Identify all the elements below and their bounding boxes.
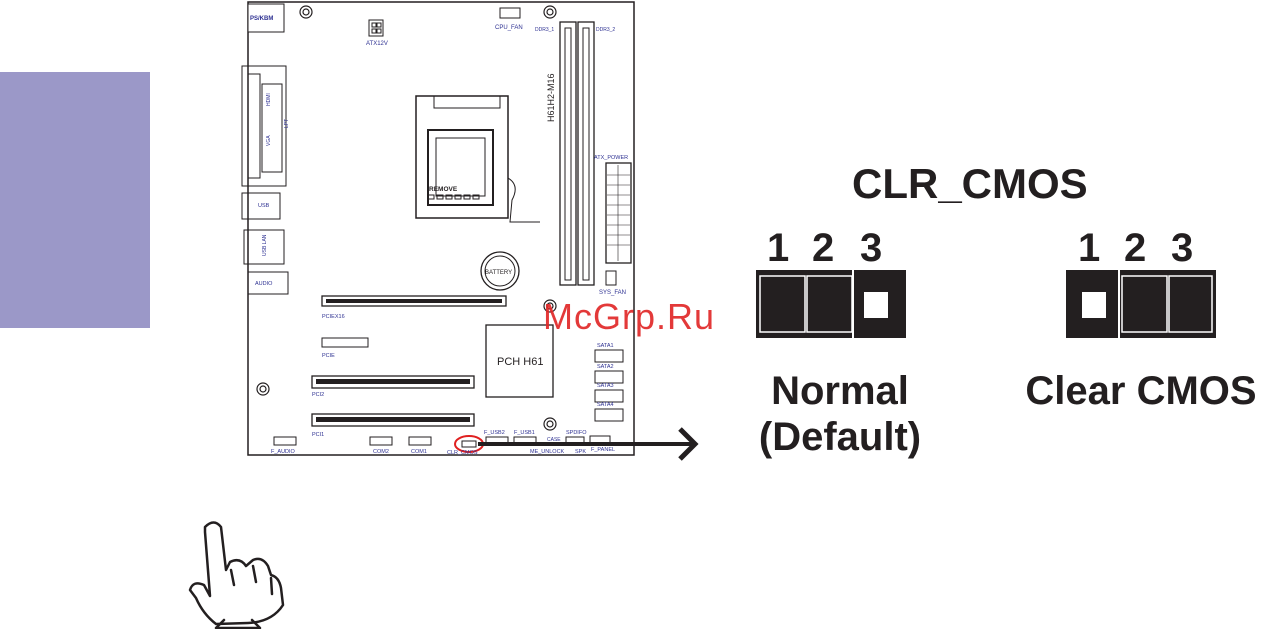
label-remove: REMOVE <box>429 186 458 193</box>
normal-pin-3-open <box>864 292 888 318</box>
normal-label: Normal (Default) <box>740 368 940 460</box>
normal-pin-2-label: 2 <box>812 226 834 271</box>
normal-label-line2: (Default) <box>740 414 940 460</box>
label-spdifo: SPDIFO <box>566 430 587 436</box>
label-pciex16: PCIEX16 <box>322 314 345 320</box>
label-f-audio: F_AUDIO <box>271 449 296 455</box>
label-cpu-fan: CPU_FAN <box>495 25 523 31</box>
label-ddr3-2: DDR3_2 <box>596 27 615 33</box>
label-spk: SPK <box>575 449 586 455</box>
label-sata4: SATA4 <box>597 402 614 408</box>
label-usb-lan: USB LAN <box>262 234 268 256</box>
label-audio: AUDIO <box>255 281 273 287</box>
label-f-panel: F_PANEL <box>591 447 615 453</box>
clear-pin-1-open <box>1082 292 1106 318</box>
clear-cmos-label: Clear CMOS <box>1010 368 1268 414</box>
normal-pin-1-label: 1 <box>767 226 789 271</box>
hand-pointing-icon <box>190 523 283 629</box>
label-atx-power: ATX_POWER <box>594 155 628 161</box>
label-pch: PCH H61 <box>497 356 543 368</box>
label-battery: BATTERY <box>485 270 512 276</box>
label-sata2: SATA2 <box>597 364 614 370</box>
label-sata3: SATA3 <box>597 383 614 389</box>
label-ps2: PS/KBM <box>250 16 273 22</box>
jumper-normal-diagram <box>756 270 906 338</box>
label-lpt: LPT <box>284 119 290 128</box>
label-vga: VGA <box>266 135 272 146</box>
label-atx12v: ATX12V <box>366 41 388 47</box>
label-com1: COM1 <box>411 449 427 455</box>
clear-pin-3-label: 3 <box>1171 226 1193 271</box>
jumper-title: CLR_CMOS <box>852 160 1088 208</box>
board-model: H61H2-M16 <box>546 73 556 122</box>
label-f-usb2: F_USB2 <box>484 430 505 436</box>
label-pci1: PCI1 <box>312 432 324 438</box>
label-com2: COM2 <box>373 449 389 455</box>
normal-label-line1: Normal <box>740 368 940 414</box>
jumper-clear-diagram <box>1066 270 1216 338</box>
label-pcie: PCIE <box>322 353 335 359</box>
clear-pin-1-label: 1 <box>1078 226 1100 271</box>
label-hdmi: HDMI <box>266 93 272 106</box>
normal-pin-3-label: 3 <box>860 226 882 271</box>
label-usb: USB <box>258 203 270 209</box>
label-pci2: PCI2 <box>312 392 324 398</box>
label-f-usb1: F_USB1 <box>514 430 535 436</box>
watermark: McGrp.Ru <box>543 296 715 338</box>
label-me-unlock: ME_UNLOCK <box>530 449 565 455</box>
label-ddr3-1: DDR3_1 <box>535 27 554 33</box>
clear-pin-2-label: 2 <box>1124 226 1146 271</box>
label-sata1: SATA1 <box>597 343 614 349</box>
label-clr-cmos: CLR_CMOS <box>447 450 478 456</box>
